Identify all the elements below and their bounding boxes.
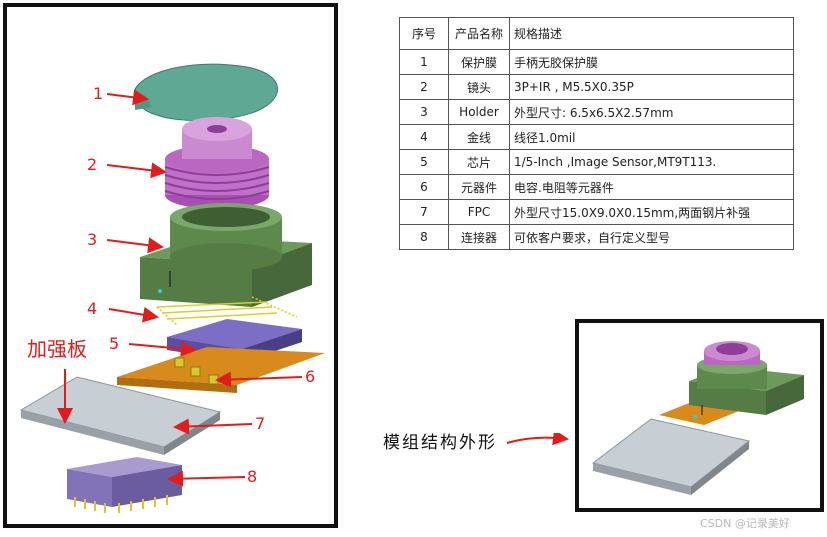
cell-name: 金线	[448, 124, 510, 150]
callout-arrows	[57, 89, 303, 487]
cell-name: 连接器	[448, 224, 510, 250]
cell-no: 2	[399, 74, 449, 100]
callout-1: 1	[93, 84, 104, 103]
cell-no: 6	[399, 174, 449, 200]
cell-desc: 可依客户要求，自行定义型号	[509, 224, 794, 250]
cell-no: 1	[399, 49, 449, 75]
callout-stiffener: 加强板	[27, 337, 87, 361]
callout-4: 4	[87, 299, 98, 318]
cell-desc: 手柄无胶保护膜	[509, 49, 794, 75]
table-row: 7 FPC 外型尺寸15.0X9.0X0.15mm,两面钢片补强	[399, 199, 794, 225]
fpc-strip-part	[117, 347, 325, 393]
protective-film-part	[134, 63, 278, 122]
cell-name: 保护膜	[448, 49, 510, 75]
cell-no: 8	[399, 224, 449, 250]
callout-5: 5	[109, 334, 120, 353]
cell-no: 5	[399, 149, 449, 175]
assembled-view-illustration	[591, 341, 804, 495]
cell-no: 4	[399, 124, 449, 150]
table-row: 5 芯片 1/5-Inch ,Image Sensor,MT9T113.	[399, 149, 794, 175]
cell-desc: 1/5-Inch ,Image Sensor,MT9T113.	[509, 149, 794, 175]
assembled-view-panel	[575, 319, 824, 512]
cell-desc: 3P+IR , M5.5X0.35P	[509, 74, 794, 100]
table-row: 2 镜头 3P+IR , M5.5X0.35P	[399, 74, 794, 100]
spec-table: 序号 产品名称 规格描述 1 保护膜 手柄无胶保护膜 2 镜头 3P+IR , …	[399, 17, 794, 250]
callout-7: 7	[255, 414, 266, 433]
callout-6: 6	[305, 367, 316, 386]
cell-no: 7	[399, 199, 449, 225]
connector-part	[67, 457, 182, 513]
cell-desc: 外型尺寸: 6.5x6.5X2.57mm	[509, 99, 794, 125]
table-row: 1 保护膜 手柄无胶保护膜	[399, 49, 794, 75]
cell-desc: 线径1.0mil	[509, 124, 794, 150]
cell-name: FPC	[448, 199, 510, 225]
table-row: 8 连接器 可依客户要求，自行定义型号	[399, 224, 794, 250]
stiffener-plate-part	[19, 376, 222, 455]
cell-name: 芯片	[448, 149, 510, 175]
table-row: 3 Holder 外型尺寸: 6.5x6.5X2.57mm	[399, 99, 794, 125]
exploded-view-illustration	[19, 63, 325, 513]
holder-part	[140, 203, 312, 307]
cell-name: 元器件	[448, 174, 510, 200]
callout-8: 8	[247, 467, 258, 486]
table-row: 4 金线 线径1.0mil	[399, 124, 794, 150]
watermark: CSDN @记录美好	[700, 517, 790, 530]
lens-part	[164, 117, 270, 209]
table-row: 6 元器件 电容.电阻等元器件	[399, 174, 794, 200]
callout-3: 3	[87, 230, 98, 249]
cell-name: 镜头	[448, 74, 510, 100]
cell-desc: 外型尺寸15.0X9.0X0.15mm,两面钢片补强	[509, 199, 794, 225]
cell-desc: 电容.电阻等元器件	[509, 174, 794, 200]
cell-no: 3	[399, 99, 449, 125]
cell-name: Holder	[448, 99, 510, 125]
header-name: 产品名称	[448, 17, 510, 50]
gold-wires-part	[156, 296, 298, 326]
exploded-view-panel: 1 2 3 4 5 6 加强板 7 8	[3, 3, 338, 528]
header-no: 序号	[399, 17, 449, 50]
caption-arrow	[506, 433, 569, 446]
callout-2: 2	[87, 155, 98, 174]
header-desc: 规格描述	[509, 17, 794, 50]
assembled-caption: 模组结构外形	[383, 433, 497, 453]
spec-table-header-row: 序号 产品名称 规格描述	[399, 17, 794, 50]
